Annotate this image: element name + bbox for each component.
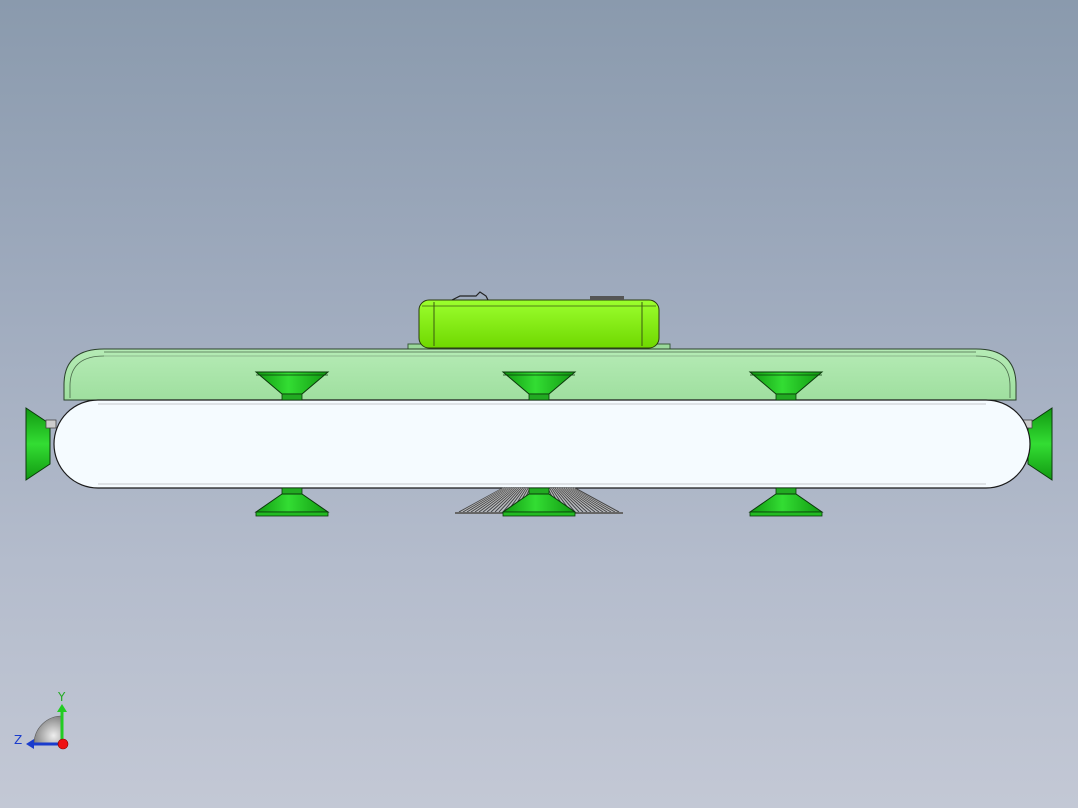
brush-bristle <box>500 487 523 513</box>
brush-bristle <box>476 487 512 513</box>
lower-suction-cup-3[interactable] <box>748 487 824 517</box>
lower-suction-cup-1[interactable] <box>254 487 330 517</box>
cup-rim <box>255 511 329 517</box>
brush-bristle <box>466 487 507 513</box>
brush-bristle <box>484 487 516 513</box>
cup-cone <box>748 493 824 513</box>
brush-bristle <box>559 487 586 513</box>
main-body[interactable] <box>53 399 1031 489</box>
brush-bristle <box>458 487 504 513</box>
cup-stem <box>528 393 550 401</box>
cup-rim <box>749 511 823 517</box>
brush-bristle <box>572 487 616 513</box>
brush-bristle <box>486 487 516 513</box>
brush-bristle <box>570 487 610 513</box>
brush-bristle <box>574 487 620 513</box>
brush-bristle <box>569 487 608 513</box>
brush-bristle <box>460 487 505 513</box>
y-axis-label: Y <box>57 690 66 704</box>
brush-bristle <box>572 487 614 513</box>
brush-bristle <box>496 487 521 513</box>
brush-bristle <box>554 487 576 513</box>
control-box-body[interactable] <box>418 299 660 349</box>
brush-bristle <box>488 487 517 513</box>
z-axis-arrow-icon <box>26 739 34 749</box>
brush-bristle <box>561 487 590 513</box>
brush-bristle <box>556 487 580 513</box>
y-axis-arrow-icon <box>57 704 67 712</box>
triad-quadrant <box>33 715 63 745</box>
brush-bristle <box>567 487 604 513</box>
brush-bristle <box>564 487 598 513</box>
side-suction-cup-left[interactable] <box>25 407 57 481</box>
brush-bristle <box>560 487 588 513</box>
cup-cone <box>25 407 51 481</box>
brush-bristle <box>566 487 602 513</box>
brush-bristle <box>472 487 510 513</box>
robot-model[interactable] <box>25 291 1053 517</box>
brush-bristle <box>464 487 506 513</box>
brush-bristle <box>562 487 594 513</box>
brush-bristle <box>555 487 578 513</box>
brush-bristle <box>480 487 514 513</box>
brush-bristle <box>558 487 584 513</box>
brush-bristle <box>470 487 509 513</box>
brush-bristle <box>573 487 618 513</box>
upper-suction-cup-3[interactable] <box>748 371 824 401</box>
cup-stem <box>775 393 797 401</box>
brush-bristle <box>490 487 518 513</box>
cup-cone <box>1027 407 1053 481</box>
brush-bristle <box>563 487 596 513</box>
cup-stem <box>281 487 303 495</box>
z-axis-label: Z <box>14 733 22 747</box>
brush-bristle <box>565 487 600 513</box>
cup-stem <box>281 393 303 401</box>
handle-icon <box>451 291 489 301</box>
brush-bristle <box>502 487 524 513</box>
lower-suction-cup-2[interactable] <box>501 487 577 517</box>
cup-cone <box>254 493 330 513</box>
brush-bristle <box>482 487 515 513</box>
control-box[interactable] <box>407 291 671 351</box>
brush-bristle <box>474 487 511 513</box>
brush-bristle <box>492 487 519 513</box>
brush-bristle <box>562 487 592 513</box>
brush-bristle <box>462 487 506 513</box>
x-axis-dot-icon <box>57 738 69 750</box>
cup-stem <box>528 487 550 495</box>
brush-bristle <box>478 487 513 513</box>
side-suction-cup-right[interactable] <box>1021 407 1053 481</box>
cup-stem <box>775 487 797 495</box>
brush-bristle <box>494 487 520 513</box>
brush-bristle <box>571 487 612 513</box>
brush-bristle <box>498 487 522 513</box>
switch-icon <box>590 296 624 300</box>
top-panel-edge <box>975 355 1011 398</box>
brush-bristle <box>557 487 582 513</box>
cup-rim <box>502 511 576 517</box>
top-panel-edge <box>69 355 105 398</box>
upper-suction-cup-2[interactable] <box>501 371 577 401</box>
brush-bristle <box>568 487 606 513</box>
view-triad[interactable]: Y Z <box>14 690 69 750</box>
upper-suction-cup-1[interactable] <box>254 371 330 401</box>
brush-bristle <box>468 487 508 513</box>
cup-mount <box>45 419 57 429</box>
